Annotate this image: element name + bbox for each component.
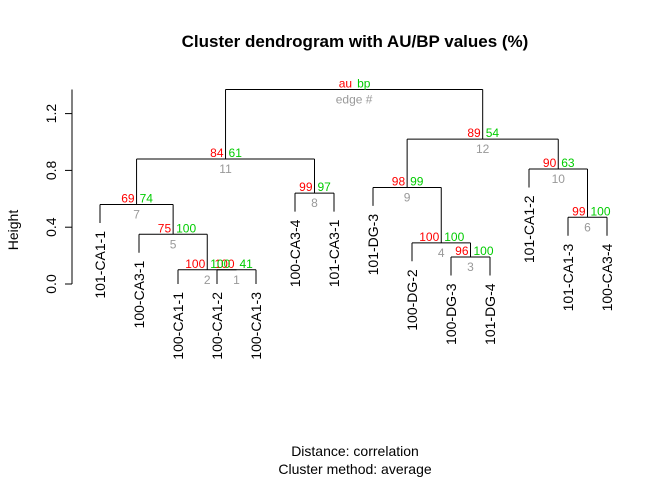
bp-value: 100 bbox=[444, 230, 464, 244]
leaf-label: 101-DG-3 bbox=[365, 214, 381, 276]
leaf-label: 100-CA1-1 bbox=[170, 292, 186, 360]
bp-value: 61 bbox=[229, 146, 243, 160]
y-tick-label: 1.2 bbox=[43, 104, 59, 124]
y-tick-label: 0.0 bbox=[43, 274, 59, 294]
bp-value: 63 bbox=[561, 156, 575, 170]
bp-value: 74 bbox=[140, 191, 154, 205]
x-axis-label-distance: Distance: correlation bbox=[291, 443, 419, 459]
bp-value: 100 bbox=[176, 221, 196, 235]
leaf-label: 101-CA1-2 bbox=[521, 195, 537, 263]
bp-value: 97 bbox=[318, 180, 332, 194]
edge-number: 7 bbox=[133, 207, 140, 221]
bp-value: 41 bbox=[240, 257, 254, 271]
au-value: 84 bbox=[210, 146, 224, 160]
au-value: 75 bbox=[158, 221, 172, 235]
bp-value: 100 bbox=[210, 257, 230, 271]
edge-number: 4 bbox=[438, 246, 445, 260]
edge-number: 10 bbox=[552, 172, 566, 186]
leaf-label: 101-CA3-1 bbox=[326, 219, 342, 287]
bp-value: 100 bbox=[474, 244, 494, 258]
leaf-label: 101-CA1-3 bbox=[560, 244, 576, 312]
edge-number: 12 bbox=[476, 142, 490, 156]
au-value: 69 bbox=[121, 191, 135, 205]
leaf-label: 100-CA3-1 bbox=[131, 261, 147, 329]
leaf-label: 100-DG-2 bbox=[404, 269, 420, 331]
edge-number: edge # bbox=[336, 92, 373, 106]
y-axis-label: Height bbox=[5, 210, 21, 251]
edge-number: 6 bbox=[584, 220, 591, 234]
edge-number: 11 bbox=[219, 162, 232, 176]
au-value: au bbox=[339, 76, 352, 90]
y-axis: 0.0 0.4 0.8 1.2 bbox=[43, 89, 73, 294]
edge-number: 9 bbox=[404, 190, 411, 204]
leaf-label: 101-DG-4 bbox=[482, 283, 498, 345]
au-value: 100 bbox=[419, 230, 439, 244]
bp-value: bp bbox=[357, 76, 371, 90]
leaf-label: 100-CA1-2 bbox=[209, 292, 225, 360]
bp-value: 54 bbox=[486, 126, 500, 140]
leaf-label: 100-CA1-3 bbox=[248, 292, 264, 360]
bp-value: 99 bbox=[410, 174, 424, 188]
au-value: 98 bbox=[392, 174, 406, 188]
bp-value: 100 bbox=[591, 204, 611, 218]
edge-number: 2 bbox=[204, 273, 211, 287]
edge-number: 3 bbox=[467, 260, 474, 274]
leaf-label: 100-CA3-4 bbox=[599, 244, 615, 312]
au-value: 90 bbox=[543, 156, 557, 170]
au-value: 89 bbox=[467, 126, 481, 140]
edge-number: 8 bbox=[311, 196, 318, 210]
leaf-label: 100-DG-3 bbox=[443, 283, 459, 345]
y-tick-label: 0.4 bbox=[43, 217, 59, 237]
x-axis-label-method: Cluster method: average bbox=[278, 461, 432, 477]
edge-number: 1 bbox=[233, 273, 240, 287]
au-value: 99 bbox=[572, 204, 586, 218]
leaf-label: 100-CA3-4 bbox=[287, 219, 303, 287]
au-value: 96 bbox=[455, 244, 469, 258]
edge-number: 5 bbox=[170, 237, 177, 251]
leaf-labels: 101-CA1-1 100-CA3-1 100-CA1-1 100-CA1-2 100-… bbox=[92, 195, 615, 359]
au-value: 100 bbox=[185, 257, 205, 271]
chart-title: Cluster dendrogram with AU/BP values (%) bbox=[182, 32, 529, 51]
y-tick-label: 0.8 bbox=[43, 160, 59, 180]
dendrogram-tree bbox=[99, 88, 608, 284]
au-value: 100 bbox=[214, 257, 234, 271]
leaf-label: 101-CA1-1 bbox=[92, 231, 108, 299]
au-value: 99 bbox=[299, 180, 313, 194]
